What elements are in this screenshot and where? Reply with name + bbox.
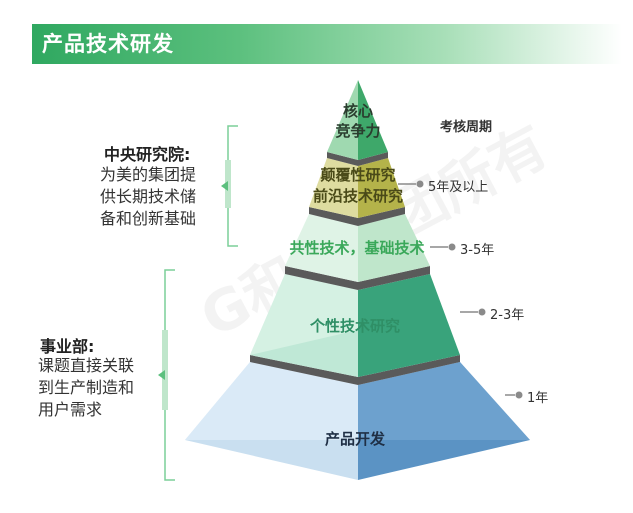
level-5-label: 产品开发 bbox=[324, 430, 385, 448]
pyramid-level-1 bbox=[327, 80, 388, 160]
title-banner bbox=[32, 24, 622, 64]
period-marker-1y bbox=[505, 391, 523, 399]
level-1-label: 核心 竞争力 bbox=[335, 102, 381, 140]
period-label-5y: 5年及以上 bbox=[428, 180, 489, 195]
pyramid-level-5 bbox=[185, 362, 530, 480]
period-marker-3-5y bbox=[430, 243, 456, 251]
period-marker-5y bbox=[398, 180, 424, 188]
period-label-1y: 1年 bbox=[527, 391, 549, 406]
pyramid-separator bbox=[285, 266, 430, 290]
level-3-label: 共性技术，基础技术 bbox=[289, 239, 425, 257]
pyramid-separator bbox=[309, 207, 405, 226]
level-4-label: 个性技术研究 bbox=[309, 317, 400, 335]
bracket-central-research bbox=[221, 125, 238, 247]
period-label-2-3y: 2-3年 bbox=[490, 308, 525, 323]
period-label-3-5y: 3-5年 bbox=[460, 243, 495, 258]
business-unit-title: 事业部: bbox=[40, 337, 95, 356]
central-research-desc: 为美的集团提 供长期技术储 备和创新基础 bbox=[100, 165, 197, 228]
pyramid-level-4 bbox=[250, 274, 460, 377]
level-2-label: 颠覆性研究 前沿技术研究 bbox=[312, 166, 403, 205]
review-cycle-header: 考核周期 bbox=[440, 120, 493, 135]
pyramid-level-3 bbox=[285, 214, 430, 282]
page-title: 产品技术研发 bbox=[42, 32, 174, 56]
pyramid-level-2 bbox=[309, 158, 405, 218]
period-marker-2-3y bbox=[460, 308, 486, 316]
bracket-business-unit bbox=[158, 269, 175, 481]
business-unit-desc: 课题直接关联 到生产制造和 用户需求 bbox=[38, 356, 135, 419]
central-research-title: 中央研究院: bbox=[104, 145, 191, 164]
pyramid-separator bbox=[250, 355, 460, 385]
pyramid-separator bbox=[327, 152, 388, 166]
